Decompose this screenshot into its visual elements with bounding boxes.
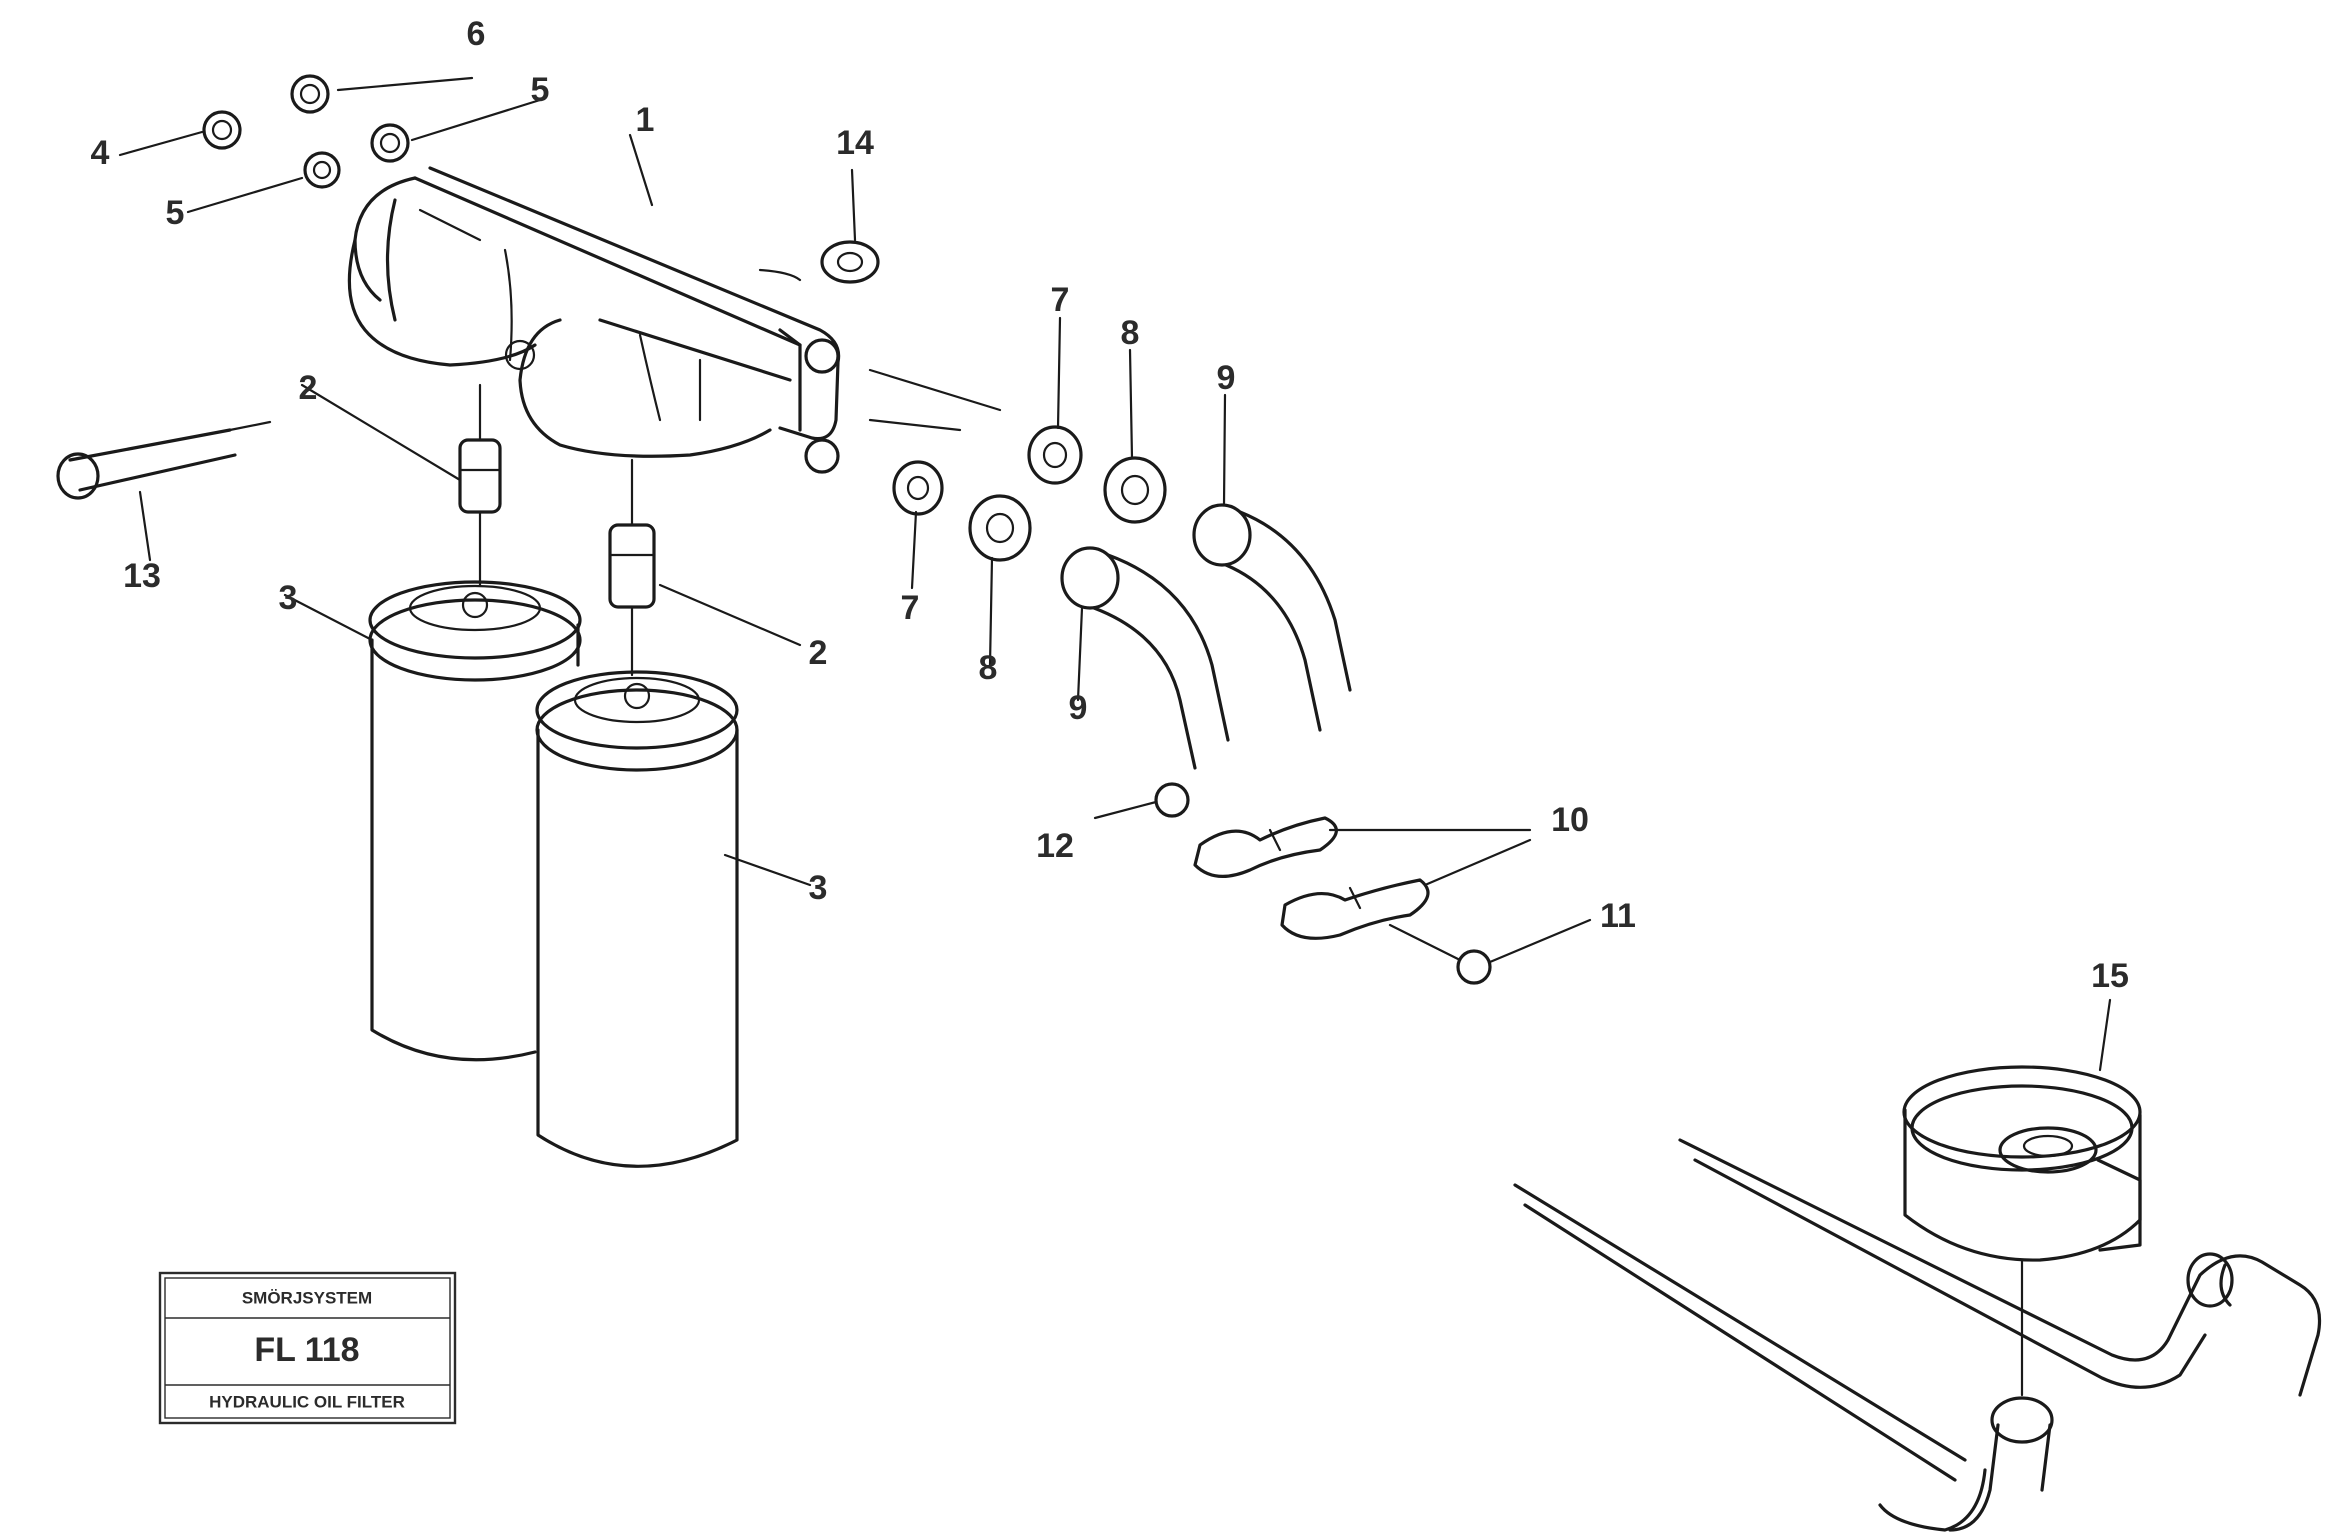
reference-stamp: SMÖRJSYSTEM FL 118 HYDRAULIC OIL FILTER xyxy=(158,1271,457,1425)
filter-head-bracket xyxy=(347,166,1002,474)
callout-12: 12 xyxy=(1036,827,1074,865)
lower-fittings-6-7 xyxy=(892,460,1032,562)
callout-1: 1 xyxy=(636,101,655,139)
filter-cartridge-left xyxy=(368,580,582,1062)
hose-9-upper xyxy=(1192,503,1352,732)
upper-fittings-6-7-8 xyxy=(1027,425,1167,524)
callout-7: 7 xyxy=(1051,281,1070,319)
callout-11: 11 xyxy=(1600,897,1636,935)
oil-cooler-assembly xyxy=(1513,1065,2322,1532)
callout-9-lower: 9 xyxy=(1069,689,1088,727)
callout-7-lower: 7 xyxy=(901,589,920,627)
callout-labels: 1 2 2 3 3 4 5 6 7 8 9 10 11 12 13 14 15 … xyxy=(91,15,2129,995)
callout-4-upper: 5 xyxy=(531,71,550,109)
stamp-top-text: SMÖRJSYSTEM xyxy=(242,1288,372,1307)
nipple-2-right xyxy=(608,458,656,677)
leader-lines xyxy=(118,76,2112,1072)
callout-2-upper: 2 xyxy=(299,369,318,407)
callout-13: 13 xyxy=(123,557,161,595)
callout-3-left: 3 xyxy=(279,579,298,617)
callout-15: 15 xyxy=(2091,957,2129,995)
callout-8-lower: 8 xyxy=(979,649,998,687)
stamp-bottom-text: HYDRAULIC OIL FILTER xyxy=(209,1392,405,1411)
stamp-main-text: FL 118 xyxy=(254,1331,359,1369)
nut-14 xyxy=(820,240,880,284)
hose-clamps xyxy=(1154,782,1492,985)
callout-9: 9 xyxy=(1217,359,1236,397)
banjo-bolt-13 xyxy=(56,420,272,500)
callout-4: 4 xyxy=(91,134,110,172)
nipple-2-left xyxy=(458,383,502,587)
callout-10: 10 xyxy=(1551,801,1589,839)
callout-14: 14 xyxy=(836,124,874,162)
callout-5: 5 xyxy=(166,194,185,232)
filter-cartridge-right xyxy=(535,670,739,1168)
callout-2-lower: 2 xyxy=(809,634,828,672)
hose-9-lower xyxy=(1060,546,1230,770)
callout-3-right: 3 xyxy=(809,869,828,907)
callout-6: 6 xyxy=(467,15,486,53)
top-fittings xyxy=(202,74,410,189)
callout-8: 8 xyxy=(1121,314,1140,352)
